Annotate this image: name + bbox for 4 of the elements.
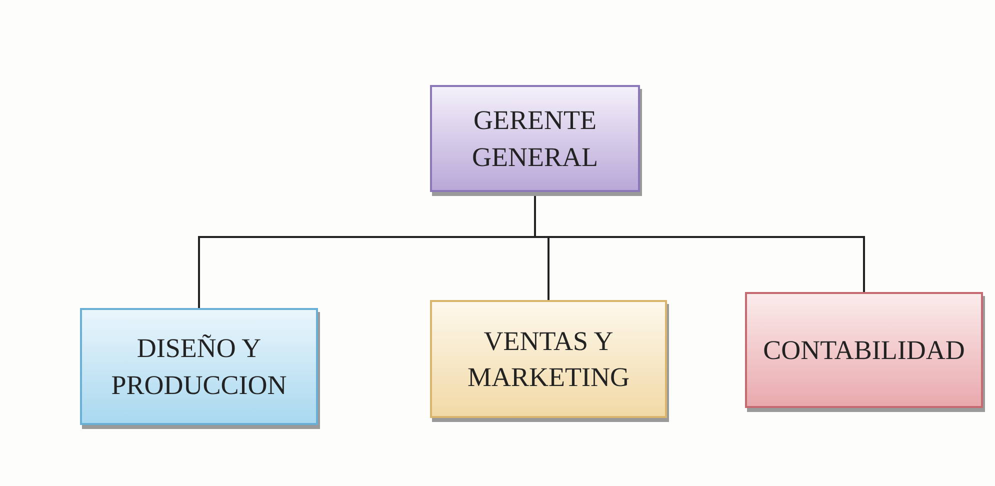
box-label: DISEÑO Y PRODUCCION [110,332,288,402]
box-label: VENTAS Y MARKETING [466,324,630,394]
box-label: GERENTE GENERAL [471,104,599,174]
box-label: CONTABILIDAD [763,334,965,367]
